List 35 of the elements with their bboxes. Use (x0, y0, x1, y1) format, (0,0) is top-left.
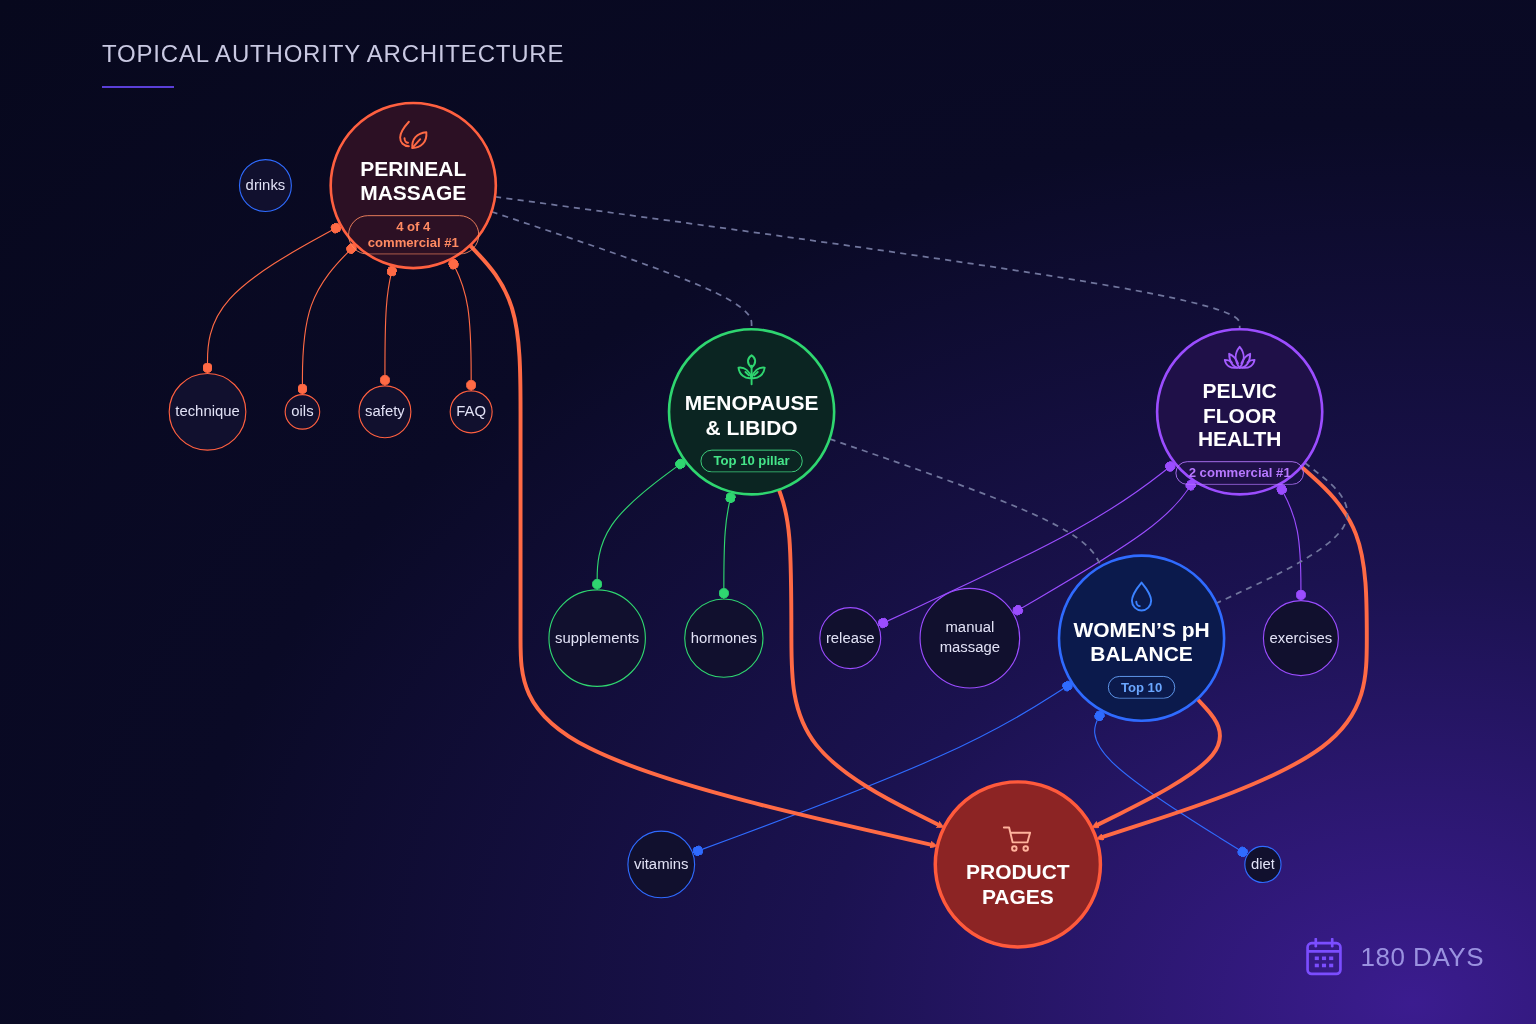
node-circle: vitamins (627, 830, 696, 899)
node-circle: FAQ (449, 390, 493, 434)
node-circle: drinks (238, 159, 292, 213)
connector (691, 680, 1073, 857)
node-circle: PELVIC FLOOR HEALTH 2 commercial #1 (1155, 328, 1324, 496)
node-circle: diet (1244, 845, 1282, 884)
connector (448, 258, 477, 392)
node-circle: PRODUCT PAGES (933, 780, 1103, 949)
node-circle: manual massage (919, 587, 1021, 689)
connector (202, 222, 342, 375)
arrow (1096, 465, 1369, 841)
connector (297, 243, 357, 396)
arrow (468, 244, 938, 849)
arrow (1091, 697, 1222, 829)
connector (877, 461, 1176, 629)
node-circle: exercises (1262, 600, 1339, 677)
diagram-title: TOPICAL AUTHORITY ARCHITECTURE (102, 40, 565, 68)
arrow (777, 489, 945, 828)
duration-label: 180 DAYS (1360, 941, 1484, 973)
connector (1094, 710, 1249, 858)
connector (591, 458, 686, 591)
node-circle: MENOPAUSE & LIBIDO Top 10 pillar (667, 328, 836, 496)
node-circle: supplements (548, 589, 646, 687)
node-circle: hormones (684, 598, 764, 678)
node-circle: technique (168, 372, 247, 451)
node-circle: safety (358, 385, 412, 439)
node-circle: release (819, 607, 882, 670)
connector (1276, 483, 1307, 602)
node-circle: oils (284, 394, 321, 430)
node-circle: WOMEN’S pH BALANCE Top 10 (1057, 554, 1226, 722)
connector (718, 491, 736, 600)
connector (1215, 461, 1349, 605)
node-circle: PERINEAL MASSAGE 4 of 4 commercial #1 (329, 101, 498, 270)
connector (1012, 480, 1196, 616)
connector (379, 265, 398, 387)
